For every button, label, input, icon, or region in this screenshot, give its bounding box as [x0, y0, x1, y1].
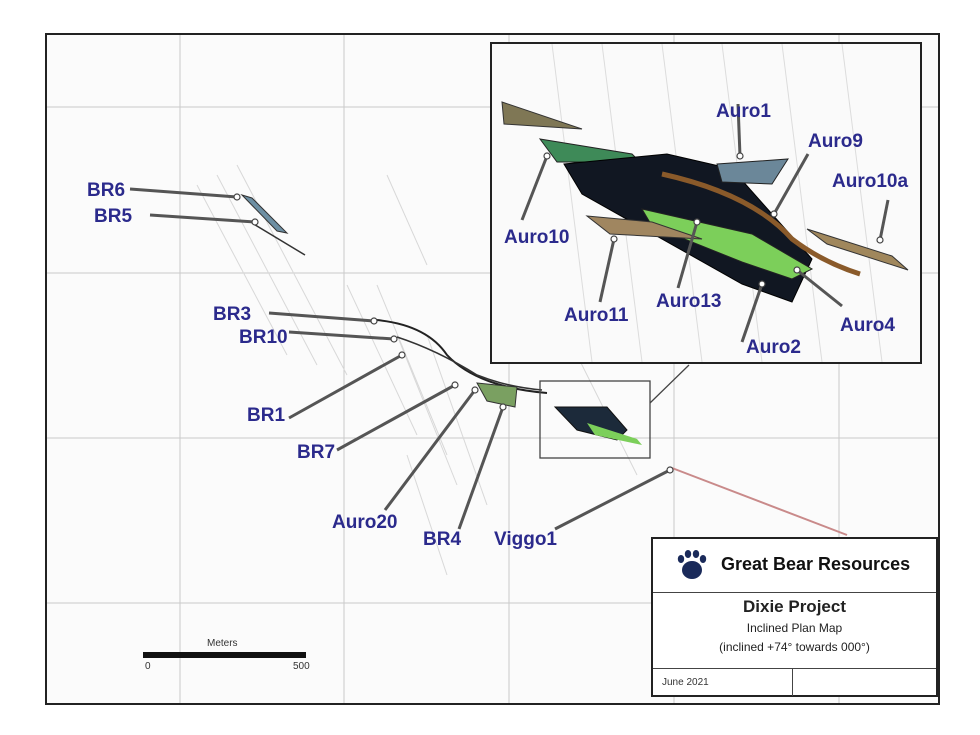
label-auro2: Auro2 [746, 337, 801, 358]
leader-lines [129, 187, 671, 531]
scale-min: 0 [145, 661, 151, 672]
project-name: Dixie Project [743, 597, 846, 616]
br6-vein [240, 193, 289, 234]
inset-map: Auro1 Auro9 Auro10a Auro10 Auro11 Auro13… [490, 42, 922, 364]
label-auro10a: Auro10a [832, 171, 909, 192]
label-br3: BR3 [213, 304, 252, 325]
label-auro1: Auro1 [716, 101, 771, 122]
inclination-note: (inclined +74° towards 000°) [719, 640, 870, 654]
auro10a-vein [806, 228, 909, 271]
inset-canvas [501, 44, 909, 362]
footer-divider [792, 669, 793, 696]
zoom-box [539, 380, 651, 459]
label-br1: BR1 [247, 405, 286, 426]
viggo1-trace [671, 467, 848, 536]
label-auro20: Auro20 [332, 512, 398, 533]
label-auro11: Auro11 [564, 305, 629, 326]
company-name: Great Bear Resources [721, 554, 911, 574]
label-auro9: Auro9 [808, 131, 863, 152]
title-block: Great Bear Resources Dixie Project Incli… [651, 537, 938, 697]
label-br6: BR6 [87, 180, 126, 201]
label-br4: BR4 [423, 529, 462, 550]
inset-vein-top [501, 101, 583, 130]
label-br5: BR5 [94, 206, 133, 227]
br4-vein [476, 382, 518, 408]
br10-trace [396, 336, 543, 391]
scale-title: Meters [207, 638, 238, 649]
bear-paw-icon [677, 550, 707, 579]
label-viggo1: Viggo1 [494, 529, 557, 550]
map-type: Inclined Plan Map [746, 621, 843, 635]
label-br10: BR10 [239, 327, 288, 348]
inset-leaders [520, 103, 890, 343]
auro9-vein [661, 171, 861, 277]
map-date: June 2021 [662, 677, 709, 688]
auro11-vein [585, 215, 703, 240]
label-br7: BR7 [297, 442, 336, 463]
auro13-vein [587, 423, 642, 445]
label-auro13: Auro13 [656, 291, 722, 312]
scale-max: 500 [293, 661, 310, 672]
title-block-footer: June 2021 [653, 668, 936, 696]
zoom-connector [649, 364, 690, 404]
br5-trace [251, 222, 306, 256]
auro1-vein [716, 158, 789, 185]
label-auro4: Auro4 [840, 315, 895, 336]
title-block-header: Great Bear Resources [653, 539, 936, 593]
label-auro10: Auro10 [504, 227, 570, 248]
leader-endpoints [233, 193, 674, 474]
scale-bar [143, 652, 306, 658]
inset-leader-endpoints [543, 152, 884, 288]
